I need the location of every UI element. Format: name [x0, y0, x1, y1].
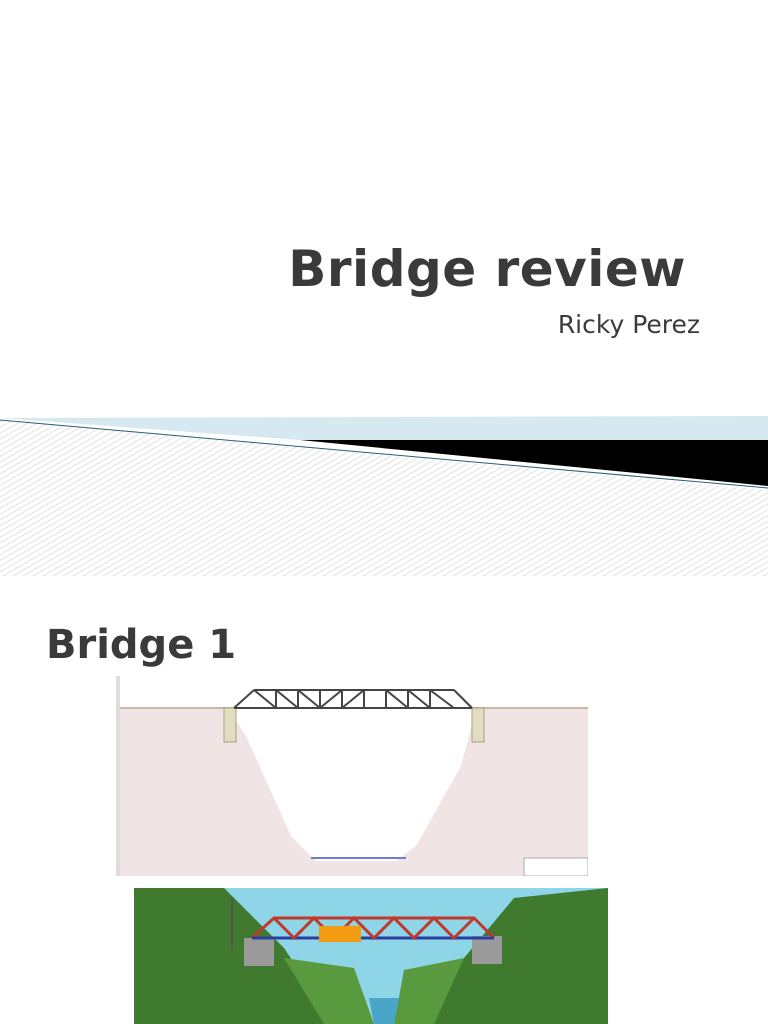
terrain — [116, 708, 588, 876]
slide-title: Bridge review — [288, 240, 686, 298]
hatched-band — [0, 420, 768, 576]
bridge-3d-render — [134, 888, 608, 1024]
slide-title: Bridge 1 — [46, 622, 237, 668]
truss-icon — [233, 689, 473, 709]
slide-subtitle: Ricky Perez — [557, 310, 700, 339]
light-blue-band — [0, 416, 768, 440]
bridge-design-drawing — [116, 676, 588, 876]
truss-render-icon — [250, 915, 496, 941]
title-slide: Bridge review Ricky Perez — [0, 240, 768, 576]
decorative-background — [0, 416, 768, 576]
content-slide: Bridge 1 — [0, 576, 768, 1024]
black-band — [300, 440, 768, 486]
divider-line — [0, 419, 768, 489]
